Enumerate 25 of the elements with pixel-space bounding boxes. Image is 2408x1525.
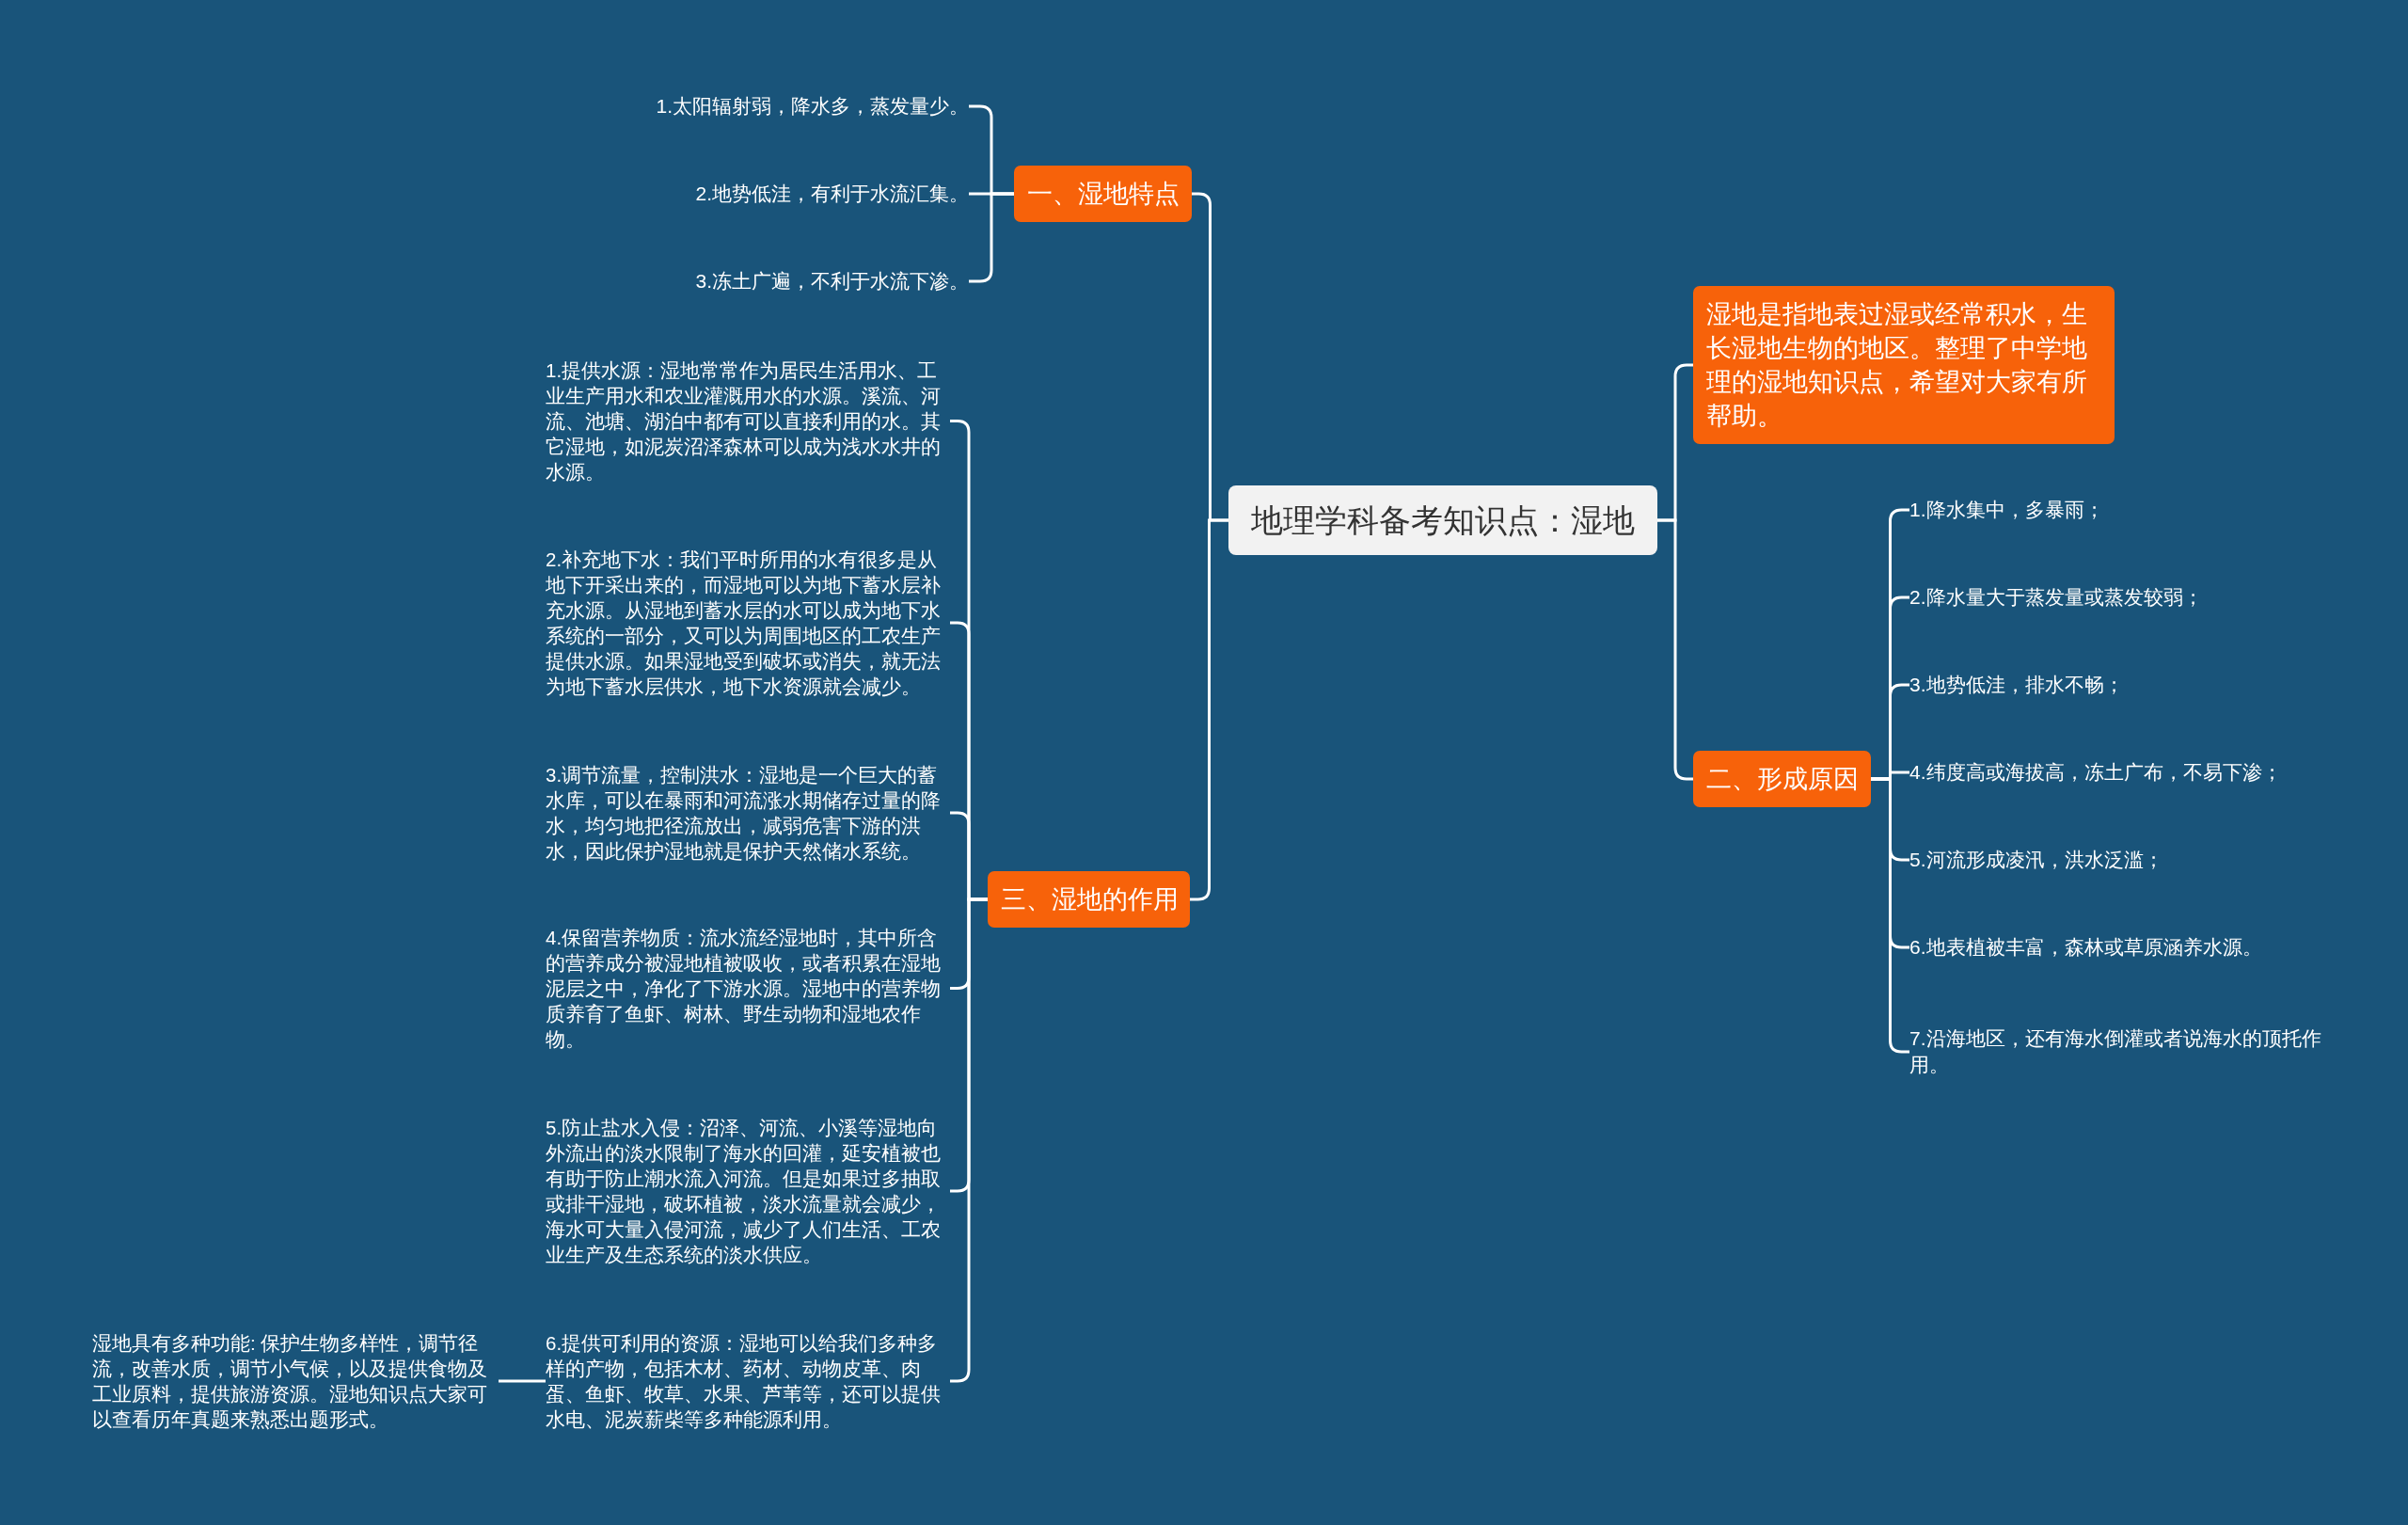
branch-box: 一、湿地特点 (1014, 166, 1192, 222)
paragraph-text: 6.提供可利用的资源：湿地可以给我们多种多样的产物，包括木材、药材、动物皮革、肉蛋、鱼虾、牧草、水果、芦苇等，还可以提供水电、泥炭薪柴等多种能源利用。 (546, 1330, 950, 1432)
item-text: 3.地势低洼，排水不畅； (1909, 672, 2323, 698)
paragraph-text: 湿地具有多种功能: 保护生物多样性，调节径流，改善水质，调节小气候，以及提供食物及工业原料，提供旅游资源。湿地知识点大家可以查看历年真题来熟悉出题形式。 (92, 1330, 499, 1432)
paragraph-text: 1.提供水源：湿地常常作为居民生活用水、工业生产用水和农业灌溉用水的水源。溪流、河流、池塘、湖泊中都有可以直接利用的水。其它湿地，如泥炭沼泽森林可以成为浅水水井的水源。 (546, 357, 950, 485)
item-text: 1.降水集中，多暴雨； (1909, 497, 2323, 523)
connector-line (499, 1379, 546, 1383)
paragraph-text: 4.保留营养物质：流水流经湿地时，其中所含的营养成分被湿地植被吸收，或者积累在湿地泥层之中，净化了下游水源。湿地中的营养物质养育了鱼虾、树林、野生动物和湿地农作物。 (546, 925, 950, 1052)
item-text: 6.地表植被丰富，森林或草原涵养水源。 (1909, 934, 2323, 961)
item-text: 7.沿海地区，还有海水倒灌或者说海水的顶托作用。 (1909, 1025, 2323, 1078)
item-text: 2.地势低洼，有利于水流汇集。 (527, 181, 969, 207)
connector-line (1190, 518, 1228, 901)
topic-box: 地理学科备考知识点：湿地 (1228, 485, 1657, 555)
branch-box: 三、湿地的作用 (988, 871, 1190, 928)
item-text: 5.河流形成凌汛，洪水泛滥； (1909, 847, 2323, 873)
item-text: 3.冻土广遍，不利于水流下渗。 (527, 268, 969, 294)
branch-box: 二、形成原因 (1693, 751, 1871, 807)
paragraph-text: 5.防止盐水入侵：沼泽、河流、小溪等湿地向外流出的淡水限制了海水的回灌，延安植被也有助于防止潮水流入河流。但是如果过多抽取或排干湿地，破坏植被，淡水流量就会减少，海水可大量入侵河流，减少了人们生活、工农业生产及生态系统的淡水供应。 (546, 1115, 950, 1267)
item-text: 4.纬度高或海拔高，冻土广布，不易下渗； (1909, 759, 2323, 786)
item-text: 2.降水量大于蒸发量或蒸发较弱； (1909, 584, 2323, 611)
paragraph-text: 3.调节流量，控制洪水：湿地是一个巨大的蓄水库，可以在暴雨和河流涨水期储存过量的降水，均匀地把径流放出，减弱危害下游的洪水，因此保护湿地就是保护天然储水系统。 (546, 762, 950, 864)
paragraph-text: 2.补充地下水：我们平时所用的水有很多是从地下开采出来的，而湿地可以为地下蓄水层补充水源。从湿地到蓄水层的水可以成为地下水系统的一部分，又可以为周围地区的工农生产提供水源。如果湿地受到破坏或消失，就无法为地下蓄水层供水，地下水资源就会减少。 (546, 547, 950, 699)
note-box: 湿地是指地表过湿或经常积水，生长湿地生物的地区。整理了中学地理的湿地知识点，希望对大家有所帮助。 (1693, 286, 2115, 444)
connector-line (1657, 518, 1693, 781)
item-text: 1.太阳辐射弱，降水多，蒸发量少。 (527, 93, 969, 119)
